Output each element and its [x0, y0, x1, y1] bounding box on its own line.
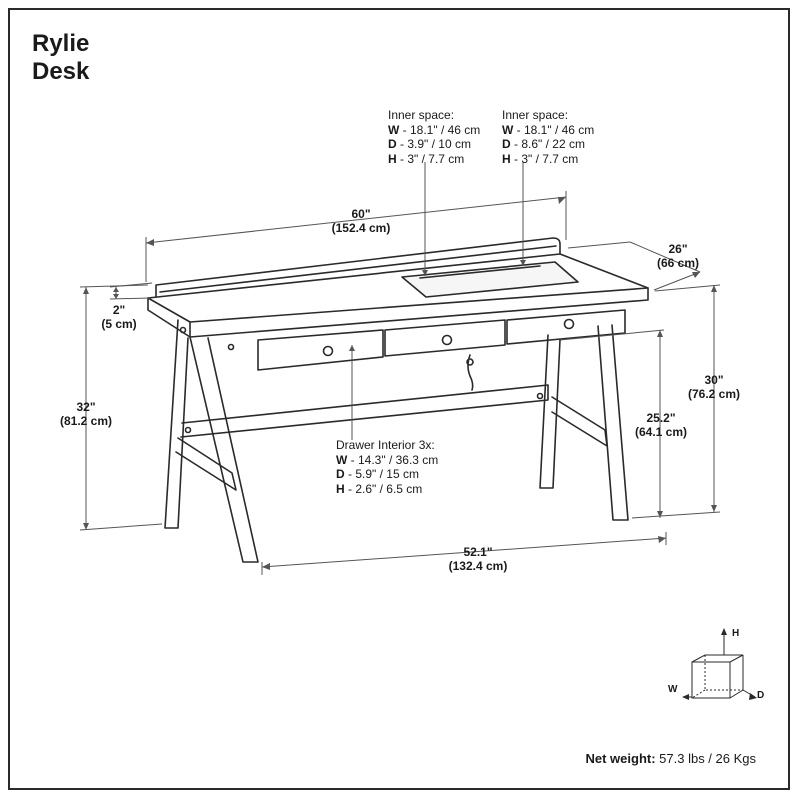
total-height-label: 32"(81.2 cm): [59, 400, 113, 428]
leg-right-b: [597, 324, 629, 521]
dimension-arrows: [83, 197, 717, 570]
width-dimension-label: 60"(152.4 cm): [331, 207, 391, 235]
stretcher-long: [180, 384, 549, 438]
net-weight: Net weight: 57.3 lbs / 26 Kgs: [585, 751, 756, 766]
knee-height-label: 25.2"(64.1 cm): [634, 411, 688, 439]
drawer-middle: [384, 319, 506, 357]
cable-plug: [466, 358, 474, 366]
axis-d-label: D: [757, 690, 765, 701]
top-thickness-label: 2"(5 cm): [101, 303, 137, 331]
leg-front-left-a: [164, 319, 189, 529]
stretcher-left: [175, 437, 237, 491]
dimension-lines: [79, 162, 721, 575]
product-name-line2: Desk: [32, 58, 90, 85]
leg-right-a: [539, 334, 561, 489]
bolt-2: [227, 343, 235, 351]
cable-tray-slot: [419, 265, 541, 279]
axis-w-label: W: [668, 684, 678, 695]
product-name-line1: Rylie: [32, 30, 90, 57]
depth-dimension-label: 26"(66 cm): [656, 242, 700, 270]
drawer-left-knob: [322, 345, 334, 357]
inner-space-1-note: Inner space: W - 18.1" / 46 cm D - 3.9" …: [388, 108, 481, 166]
cable-tray: [401, 261, 579, 298]
leg-front-left-b: [189, 336, 259, 563]
bolt-4: [184, 426, 192, 434]
power-cable: [467, 354, 474, 391]
stretcher-right: [551, 396, 608, 447]
desk-height-label: 30"(76.2 cm): [687, 373, 741, 401]
diagram-frame: [8, 8, 790, 790]
leg-span-label: 52.1"(132.4 cm): [448, 545, 508, 573]
back-rail-inner: [159, 245, 557, 293]
orientation-cube: [684, 630, 756, 699]
orientation-arrows: [682, 628, 757, 700]
drawer-left: [257, 329, 384, 371]
back-rail: [155, 237, 561, 301]
axis-h-label: H: [732, 628, 740, 639]
inner-space-2-note: Inner space: W - 18.1" / 46 cm D - 8.6" …: [502, 108, 595, 166]
drawer-middle-knob: [441, 334, 453, 346]
bolt-3: [536, 392, 544, 400]
bolt-1: [179, 326, 187, 334]
drawer-interior-note: Drawer Interior 3x: W - 14.3" / 36.3 cm …: [336, 438, 439, 496]
drawer-right-knob: [563, 318, 575, 330]
